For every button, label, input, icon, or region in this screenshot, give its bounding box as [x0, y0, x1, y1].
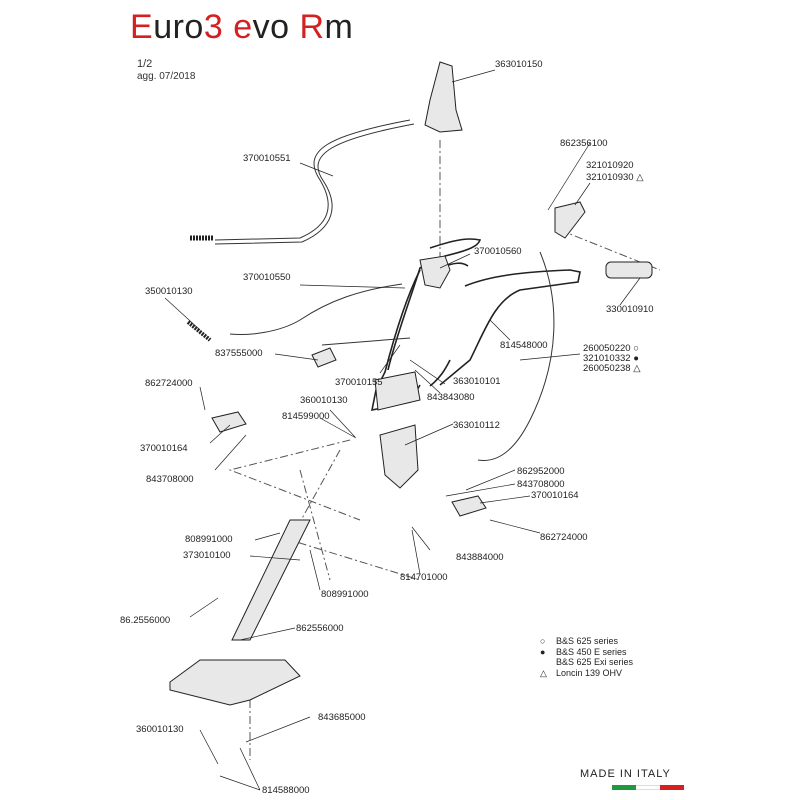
legend-row: B&S 625 Exi series: [540, 657, 633, 668]
part-label: 260050220 ○: [583, 343, 639, 354]
made-in-italy-label: MADE IN ITALY: [580, 768, 671, 780]
base-plate: [169, 659, 301, 706]
title-e: E: [130, 8, 154, 46]
part-label: 837555000: [215, 348, 263, 359]
legend-text: Loncin 139 OHV: [556, 667, 623, 678]
lever-363010150: [424, 61, 463, 133]
spring-350010130: [186, 320, 212, 342]
part-label: 363010112: [453, 420, 500, 431]
legend-row: △ Loncin 139 OHV: [540, 668, 633, 679]
part-label: 814548000: [500, 340, 548, 351]
title-evo-e: e: [233, 8, 253, 46]
part-label: 370010560: [474, 246, 522, 257]
title-uro: uro: [153, 8, 204, 46]
legend-text: B&S 625 series: [556, 636, 619, 646]
part-label: 862724000: [145, 378, 193, 389]
part-label: 843843080: [427, 392, 475, 403]
part-label: 843708000: [146, 474, 194, 485]
italian-flag-stripe: [612, 785, 684, 790]
legend-symbol: △: [540, 667, 547, 678]
part-label: 350010130: [145, 286, 193, 297]
console-363010101: [374, 371, 421, 411]
legend-row: ● B&S 450 E series: [540, 647, 633, 658]
legend-text: B&S 450 E series: [556, 646, 627, 657]
part-label: 321010930 △: [586, 172, 644, 183]
part-label: 321010332 ●: [583, 353, 639, 364]
part-label: 370010164: [140, 443, 188, 454]
part-number-labels: 363010150 370010551 862356100 321010920 …: [120, 59, 654, 796]
engine-legend: ○ B&S 625 series ● B&S 450 E series B&S 62…: [540, 636, 633, 678]
flag-green: [612, 785, 636, 790]
part-label: 363010150: [495, 59, 543, 70]
part-label: 808991000: [321, 589, 369, 600]
part-label: 814588000: [262, 785, 310, 796]
part-label: 370010551: [243, 153, 291, 164]
part-label: 862356100: [560, 138, 608, 149]
part-label: 330010910: [606, 304, 654, 315]
page-number: 1/2: [137, 58, 153, 70]
diagram-title: Euro3 evo Rm: [130, 8, 353, 47]
title-m: m: [324, 8, 354, 46]
part-label: 843685000: [318, 712, 366, 723]
clamp-370010164-right: [451, 495, 487, 517]
part-label: 370010155: [335, 377, 383, 388]
control-lever-370010560: [419, 255, 451, 289]
flag-white: [636, 785, 660, 790]
part-label: 260050238 △: [583, 363, 641, 374]
legend-symbol: ●: [540, 646, 546, 657]
part-label: 808991000: [185, 534, 233, 545]
part-label: 843884000: [456, 552, 504, 563]
part-label: 862556000: [296, 623, 344, 634]
control-cables: [214, 119, 555, 461]
title-r: R: [299, 8, 325, 46]
bracket-363010112: [379, 424, 419, 489]
title-3: 3: [203, 8, 224, 46]
part-label: 814599000: [282, 411, 330, 422]
part-label: 373010100: [183, 550, 231, 561]
update-date: agg. 07/2018: [137, 71, 196, 82]
part-label: 321010920: [586, 160, 634, 171]
flag-red: [660, 785, 684, 790]
parts-shapes: [169, 61, 653, 706]
part-label: 862952000: [517, 466, 565, 477]
tube-373010100: [231, 519, 311, 641]
title-evo-rest: vo: [252, 8, 300, 46]
part-label: 814701000: [400, 572, 448, 583]
grip-330010910: [605, 261, 653, 279]
legend-symbol: ○: [540, 636, 546, 646]
leader-lines: [164, 69, 641, 791]
part-label: 360010130: [300, 395, 348, 406]
clamp-370010164-left: [211, 411, 247, 433]
part-label: 862724000: [540, 532, 588, 543]
handlebar-frame: [370, 238, 581, 412]
part-label: 843708000: [517, 479, 565, 490]
legend-text: B&S 625 Exi series: [556, 657, 634, 667]
part-label: 370010550: [243, 272, 291, 283]
trigger-321010920: [554, 201, 586, 239]
part-label: 360010130: [136, 724, 184, 735]
part-label: 363010101: [453, 376, 501, 387]
legend-row: ○ B&S 625 series: [540, 636, 633, 647]
knob-837555000: [311, 347, 337, 368]
part-label: 86.2556000: [120, 615, 170, 626]
part-label: 370010164: [531, 490, 579, 501]
